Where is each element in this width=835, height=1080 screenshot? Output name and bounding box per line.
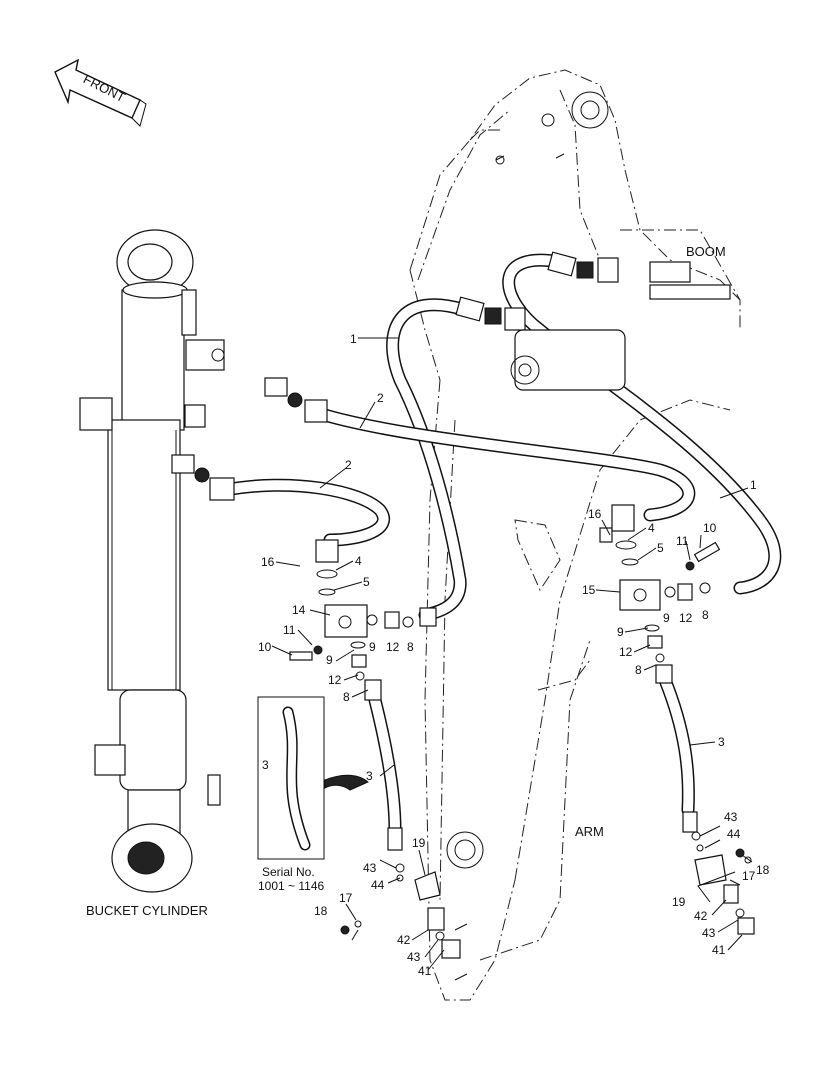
callout-17b: 17: [742, 869, 756, 883]
callout-11b: 11: [676, 534, 689, 548]
left-block-assembly: [289, 539, 461, 959]
arm-label: ARM: [575, 824, 604, 839]
callout-4: 4: [355, 554, 362, 568]
bucket-cylinder-label: BUCKET CYLINDER: [86, 903, 208, 918]
callout-18: 18: [314, 904, 328, 918]
callout-3c: 3: [718, 735, 725, 749]
callout-5: 5: [363, 575, 370, 589]
callout-12b: 12: [386, 640, 400, 654]
callout-8c: 8: [702, 608, 709, 622]
callout-9c: 9: [663, 611, 670, 625]
arm-outline: ARM: [424, 379, 731, 1001]
callout-10: 10: [258, 640, 272, 654]
callout-9: 9: [326, 653, 333, 667]
cylinder-fittings: [171, 377, 328, 501]
callout-8b: 8: [407, 640, 414, 654]
callout-12d: 12: [619, 645, 633, 659]
callout-19: 19: [412, 836, 426, 850]
callout-2: 2: [377, 391, 384, 405]
callout-3b: 3: [366, 769, 373, 783]
serial-title: Serial No.: [262, 865, 315, 879]
serial-range: 1001 ~ 1146: [258, 879, 325, 893]
callout-10b: 10: [703, 521, 717, 535]
callout-12c: 12: [679, 611, 693, 625]
boom-label: BOOM: [686, 244, 726, 259]
callout-12: 12: [328, 673, 342, 687]
callout-42b: 42: [694, 909, 708, 923]
callout-18b: 18: [756, 863, 770, 877]
callout-19b: 19: [672, 895, 686, 909]
hose-1-left: [386, 298, 472, 622]
callout-16b: 16: [588, 507, 602, 521]
callout-2b: 2: [345, 458, 352, 472]
callout-1b: 1: [750, 478, 757, 492]
callout-43c: 43: [724, 810, 738, 824]
hose-2-upper: [308, 405, 696, 522]
boom-outline: BOOM: [409, 69, 741, 381]
callout-43d: 43: [702, 926, 716, 940]
hose-3-left: [368, 693, 402, 837]
front-label: FRONT: [81, 71, 128, 105]
callout-15: 15: [582, 583, 596, 597]
callout-4b: 4: [648, 521, 655, 535]
callout-9d: 9: [617, 625, 624, 639]
callout-41: 41: [418, 964, 432, 978]
callout-41b: 41: [712, 943, 726, 957]
callout-16: 16: [261, 555, 275, 569]
callout-numbers: 1 2 2 1 16 4 5 14 11 10 9 12 8 9 12 8 3 …: [258, 332, 770, 978]
callout-1: 1: [350, 332, 357, 346]
serial-inset: Serial No. 1001 ~ 1146: [257, 696, 369, 893]
callout-8: 8: [343, 690, 350, 704]
callout-9b: 9: [369, 640, 376, 654]
callout-14: 14: [292, 603, 306, 617]
callout-3: 3: [262, 758, 269, 772]
callout-17: 17: [339, 891, 353, 905]
hose-3-right: [658, 673, 695, 817]
callout-11: 11: [283, 623, 296, 637]
hose-1-right: [502, 253, 782, 595]
callout-5b: 5: [657, 541, 664, 555]
callout-43: 43: [363, 861, 377, 875]
hose-2-lower: [218, 478, 390, 547]
callout-44: 44: [371, 878, 385, 892]
callout-44b: 44: [727, 827, 741, 841]
leader-lines: [271, 337, 753, 971]
callout-8d: 8: [635, 663, 642, 677]
callout-42: 42: [397, 933, 411, 947]
bucket-cylinder: BUCKET CYLINDER: [79, 229, 225, 918]
right-block-assembly: [599, 504, 755, 935]
callout-43b: 43: [407, 950, 421, 964]
front-arrow: FRONT: [54, 58, 147, 127]
boom-fittings: [455, 251, 731, 391]
